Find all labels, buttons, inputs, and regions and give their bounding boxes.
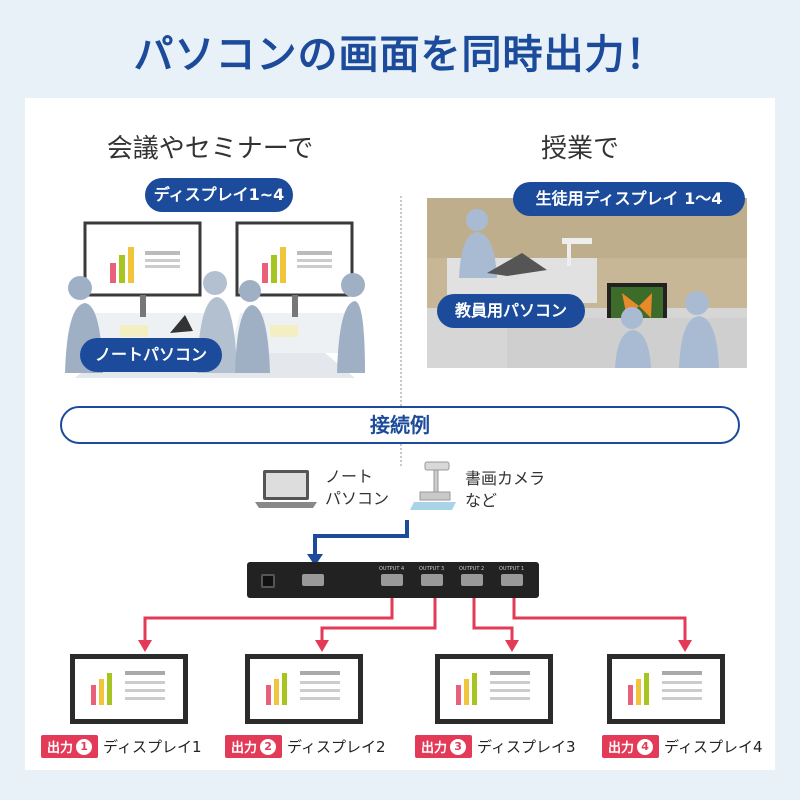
student-display-bubble: 生徒用ディスプレイ 1〜4 (513, 182, 745, 216)
page-title: パソコンの画面を同時出力！ (133, 32, 667, 78)
port-label-2: OUTPUT 2 (459, 566, 485, 572)
laptop-source-label: ノート パソコン (325, 467, 390, 508)
camera-source-label: 書画カメラ など (465, 469, 546, 510)
classroom-photo (427, 198, 747, 368)
port-label-1: OUTPUT 1 (499, 566, 525, 572)
scene-divider (400, 196, 402, 466)
meeting-illustration (65, 221, 365, 378)
display-3 (435, 654, 553, 724)
display-2 (245, 654, 363, 724)
input-port (302, 574, 324, 586)
port-label-3: OUTPUT 3 (419, 566, 445, 572)
output-port-3 (421, 574, 443, 586)
power-port (261, 574, 275, 588)
display-4 (607, 654, 725, 724)
connection-example-heading: 接続例 (60, 406, 740, 444)
document-camera-icon (410, 461, 456, 510)
output-port-2 (461, 574, 483, 586)
port-label-4: OUTPUT 4 (379, 566, 405, 572)
input-arrow (307, 520, 409, 566)
output-port-1 (501, 574, 523, 586)
hdmi-splitter: OUTPUT 4 OUTPUT 3 OUTPUT 2 OUTPUT 1 (247, 562, 539, 598)
laptop-bubble: ノートパソコン (80, 338, 222, 372)
content-panel: 会議やセミナーで ディスプレイ1~4 ノートパソコン 授業で (25, 98, 775, 770)
output-arrows (138, 598, 692, 652)
laptop-icon (255, 470, 317, 508)
display-bubble: ディスプレイ1~4 (145, 178, 293, 212)
display-1 (70, 654, 188, 724)
class-heading: 授業で (540, 134, 619, 164)
output-port-4 (381, 574, 403, 586)
meeting-heading: 会議やセミナーで (106, 134, 314, 164)
teacher-pc-bubble: 教員用パソコン (437, 294, 585, 328)
